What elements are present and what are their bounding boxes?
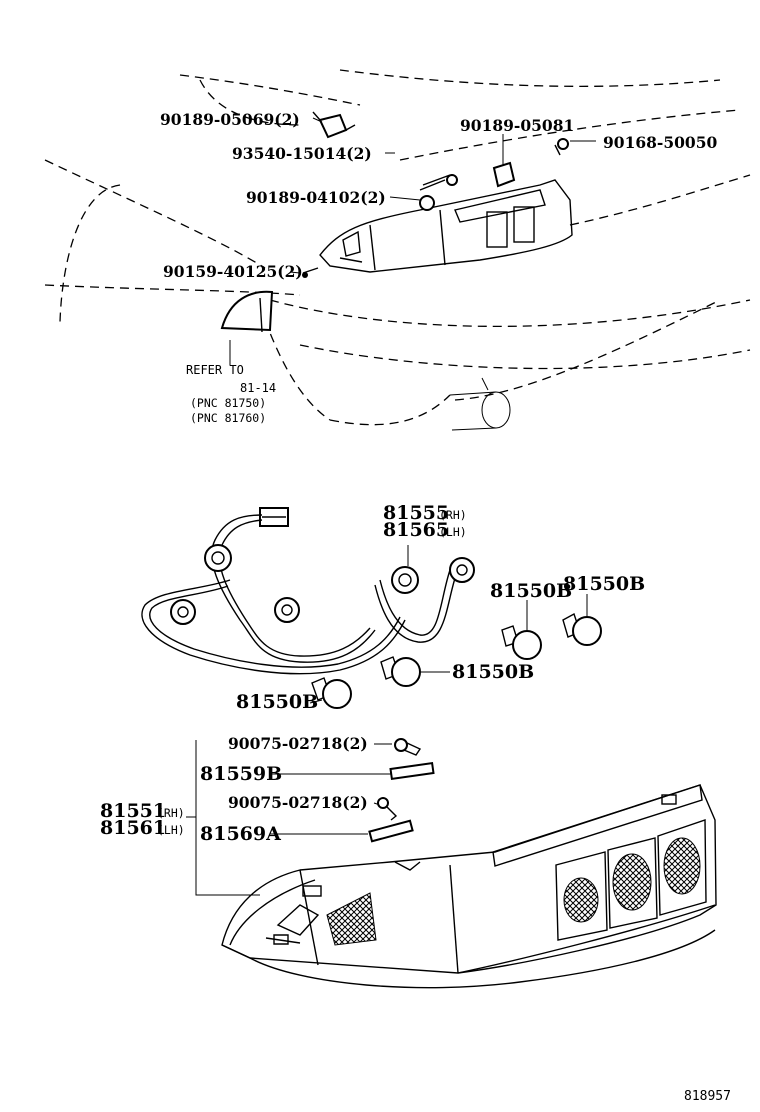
label-81551-side: (RH) bbox=[157, 806, 185, 820]
upper-fasteners bbox=[302, 111, 569, 278]
label-81555: 81555 bbox=[383, 502, 449, 524]
bulb-3 bbox=[380, 656, 421, 687]
refer-text: REFER TO bbox=[186, 363, 244, 377]
label-90189-05081: 90189-05081 bbox=[460, 116, 574, 135]
bulbs bbox=[309, 594, 602, 709]
label-90189-05069: 90189-05069(2) bbox=[160, 110, 300, 129]
label-81559B: 81559B bbox=[200, 763, 282, 785]
label-93540-15014: 93540-15014(2) bbox=[232, 144, 372, 163]
bulb-label-b: 81550B bbox=[563, 573, 645, 595]
screws-and-bulb-holders bbox=[368, 738, 435, 843]
label-90075-02718-b: 90075-02718(2) bbox=[228, 793, 368, 812]
label-81565: 81565 bbox=[383, 519, 449, 541]
lamp-bracket-lines bbox=[186, 740, 392, 896]
bulb-label-c: 81550B bbox=[452, 661, 534, 683]
rear-combination-lamp-lower bbox=[221, 784, 717, 989]
bulb-label-d: 81550B bbox=[236, 691, 318, 713]
label-90168-50050: 90168-50050 bbox=[603, 133, 717, 152]
vehicle-body-outline bbox=[44, 69, 751, 431]
figure-id: 818957 bbox=[684, 1089, 731, 1104]
label-81555-side: (RH) bbox=[439, 508, 467, 522]
label-81569A: 81569A bbox=[200, 823, 281, 845]
bulb-label-a: 81550B bbox=[490, 580, 572, 602]
refer-pnc-81760: (PNC 81760) bbox=[190, 411, 266, 425]
bulb-1 bbox=[501, 625, 542, 660]
side-marker-lamp bbox=[220, 290, 274, 365]
refer-pnc-81750: (PNC 81750) bbox=[190, 396, 266, 410]
rear-combination-lamp-upper bbox=[319, 179, 573, 273]
bulb-4 bbox=[311, 677, 352, 709]
label-81561: 81561 bbox=[100, 817, 166, 839]
socket-wire-harness bbox=[141, 507, 475, 675]
label-81565-side: (LH) bbox=[439, 525, 467, 539]
label-81561-side: (LH) bbox=[157, 823, 185, 837]
upper-leaders bbox=[289, 117, 596, 274]
refer-page: 81-14 bbox=[240, 381, 276, 395]
label-90075-02718-a: 90075-02718(2) bbox=[228, 734, 368, 753]
label-90159-40125: 90159-40125(2) bbox=[163, 262, 303, 281]
label-81551: 81551 bbox=[100, 800, 166, 822]
bulb-2 bbox=[562, 612, 602, 646]
label-90189-04102: 90189-04102(2) bbox=[246, 188, 386, 207]
